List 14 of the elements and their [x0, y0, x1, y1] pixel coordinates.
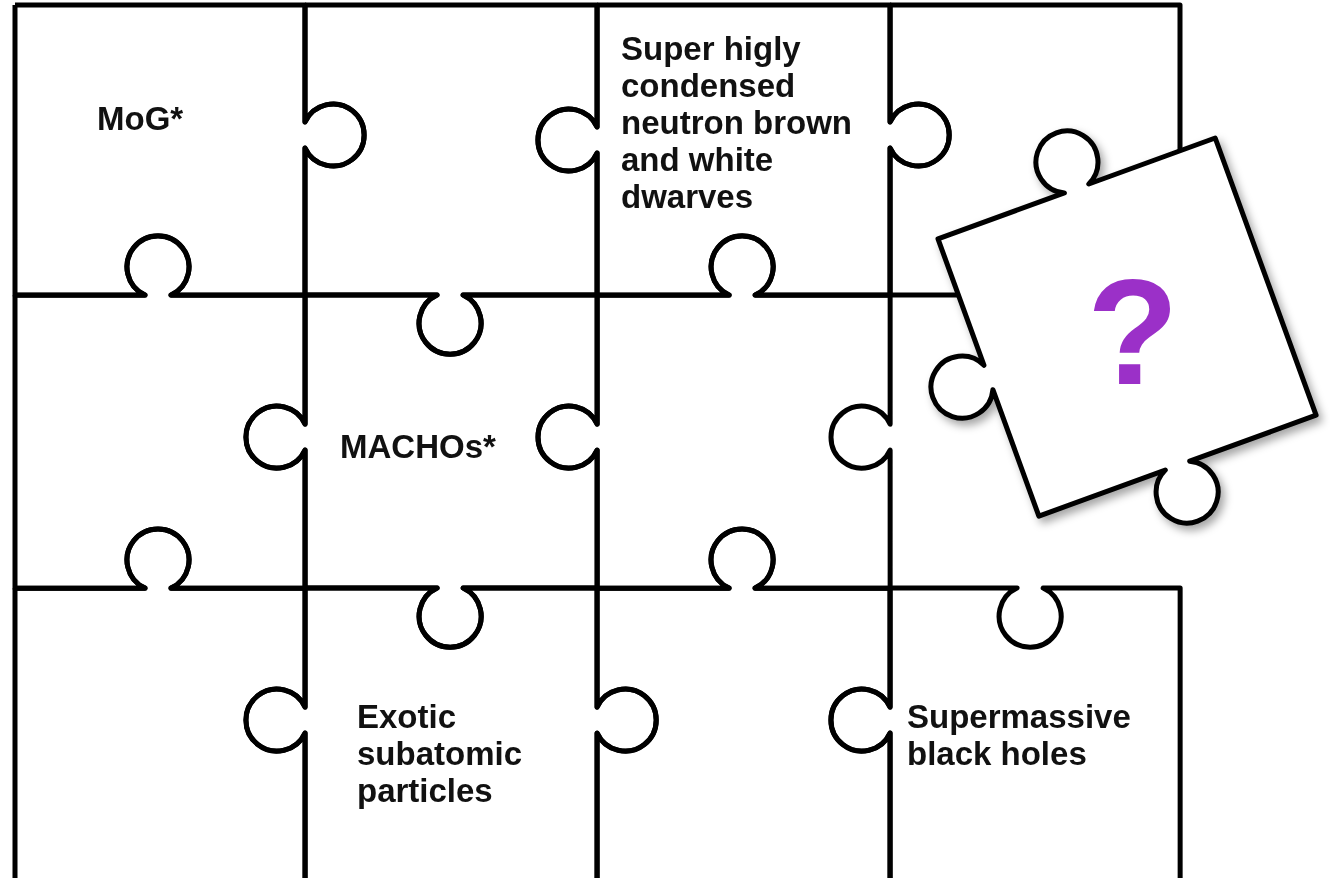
- puzzle-piece: [927, 127, 1320, 527]
- puzzle-piece: [12, 525, 308, 878]
- question-mark: ?: [1087, 257, 1179, 407]
- puzzle-piece: [594, 525, 893, 878]
- piece-label: MoG*: [97, 100, 185, 137]
- piece-label: Supermassive black holes: [907, 698, 1132, 772]
- puzzle-piece: [12, 232, 308, 591]
- puzzle-piece: [827, 585, 1183, 878]
- puzzle-piece: [242, 585, 660, 878]
- piece-label: Exotic subatomic particles: [357, 698, 524, 809]
- piece-label: MACHOs*: [340, 428, 497, 465]
- puzzle-piece: [534, 2, 953, 298]
- piece-label: Super higly condensed neutron brown and white dwarves: [621, 30, 853, 215]
- puzzle-piece: [534, 232, 893, 591]
